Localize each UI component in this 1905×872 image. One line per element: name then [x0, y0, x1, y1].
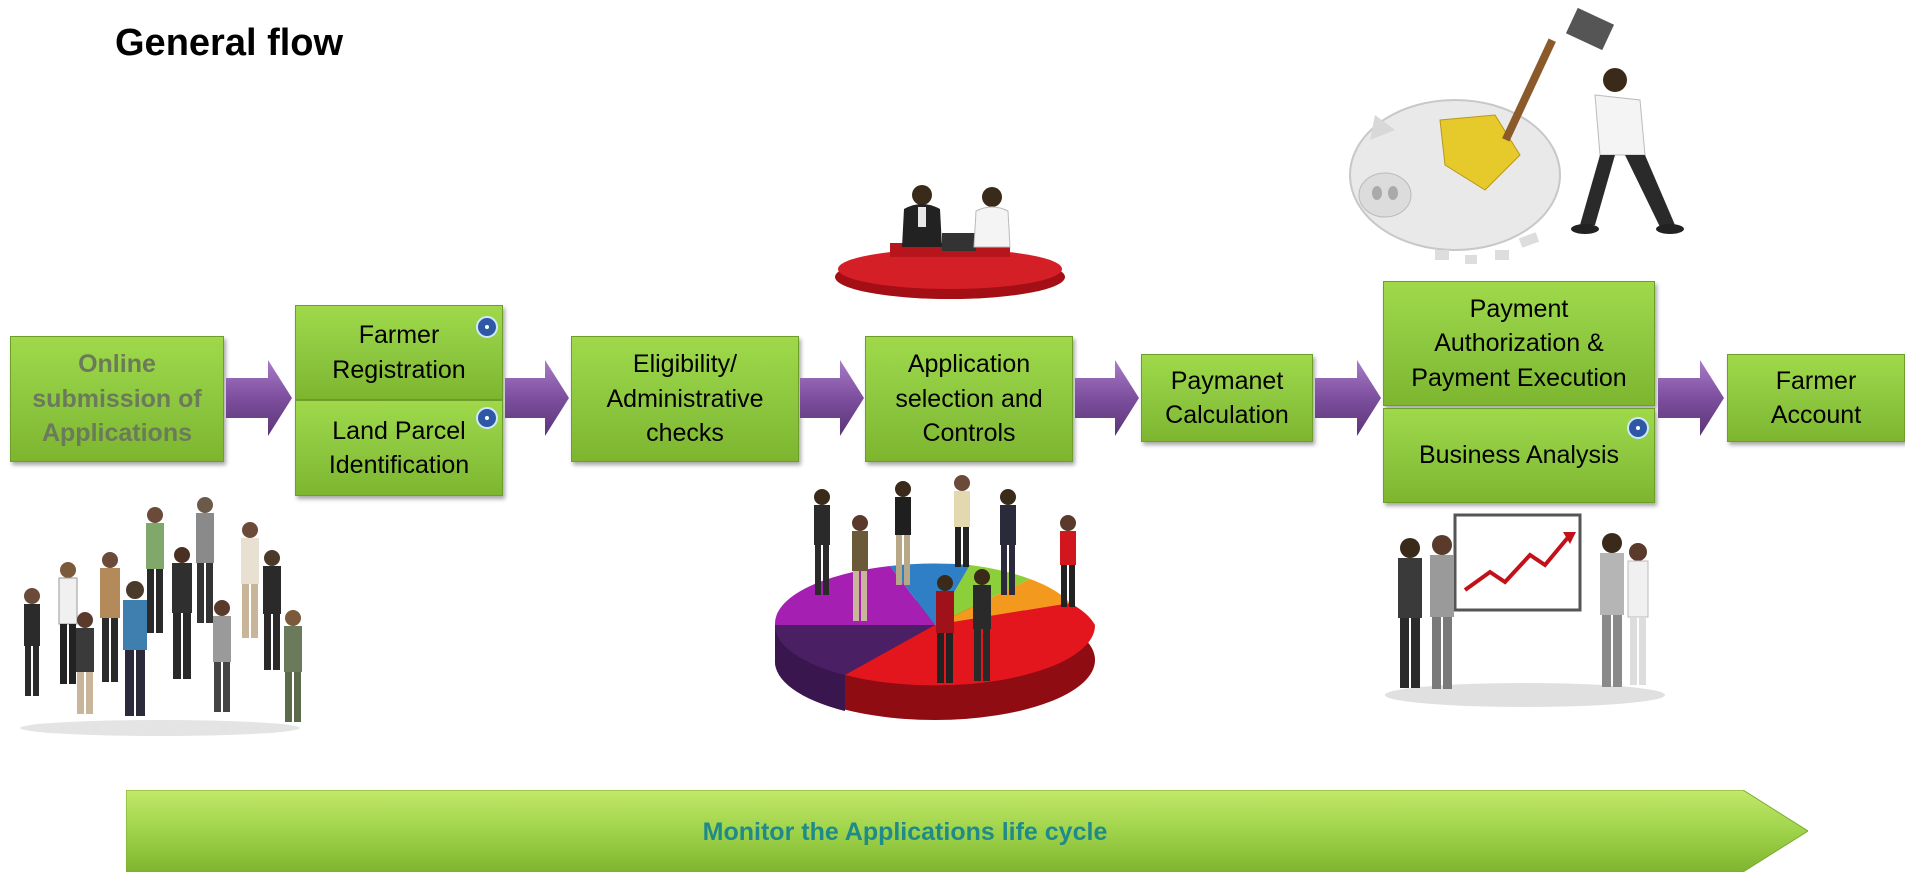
monitor-banner-label: Monitor the Applications life cycle — [702, 818, 1108, 846]
crowd-illustration — [20, 497, 302, 736]
page-title: General flow — [115, 22, 344, 64]
step-payment-authorization: Payment Authorization & Payment Executio… — [1383, 281, 1655, 406]
step-land-parcel-label: Land Parcel Identification — [328, 416, 470, 480]
step-eligibility-label: Eligibility/ Administrative checks — [606, 350, 764, 448]
step-business-analysis-label: Business Analysis — [1418, 441, 1620, 470]
flow-arrow — [1075, 360, 1139, 436]
step-business-analysis: Business Analysis — [1383, 408, 1655, 503]
flow-arrow — [1658, 360, 1724, 436]
pie-chart-people-illustration — [774, 475, 1096, 720]
step-payment-authorization-label: Payment Authorization & Payment Executio… — [1411, 294, 1627, 392]
step-application-selection: Application selection and Controls — [865, 336, 1073, 462]
info-dot-icon — [476, 316, 498, 338]
step-farmer-registration-label: Farmer Registration — [332, 321, 466, 384]
step-application-selection-label: Application selection and Controls — [895, 350, 1043, 448]
piggy-bank-hammer-illustration — [1349, 7, 1684, 264]
flow-arrow — [1315, 360, 1381, 436]
presentation-illustration — [1385, 513, 1665, 707]
step-online-submission: Online submission of Applications — [10, 336, 224, 462]
info-dot-icon — [1627, 417, 1649, 439]
flow-arrow — [800, 360, 864, 436]
step-farmer-account: Farmer Account — [1727, 354, 1905, 442]
flow-arrow — [505, 360, 569, 436]
monitor-banner-arrow — [126, 790, 1808, 872]
step-farmer-account-label: Farmer Account — [1770, 366, 1862, 430]
step-payment-calculation: Paymanet Calculation — [1141, 354, 1313, 442]
step-farmer-registration: Farmer Registration — [295, 305, 503, 400]
flow-arrow — [226, 360, 292, 436]
info-dot-icon — [476, 407, 498, 429]
step-payment-calculation-label: Paymanet Calculation — [1165, 366, 1289, 430]
meeting-illustration — [835, 185, 1065, 299]
step-land-parcel: Land Parcel Identification — [295, 400, 503, 496]
step-online-submission-label: Online submission of Applications — [32, 350, 202, 448]
step-eligibility: Eligibility/ Administrative checks — [571, 336, 799, 462]
